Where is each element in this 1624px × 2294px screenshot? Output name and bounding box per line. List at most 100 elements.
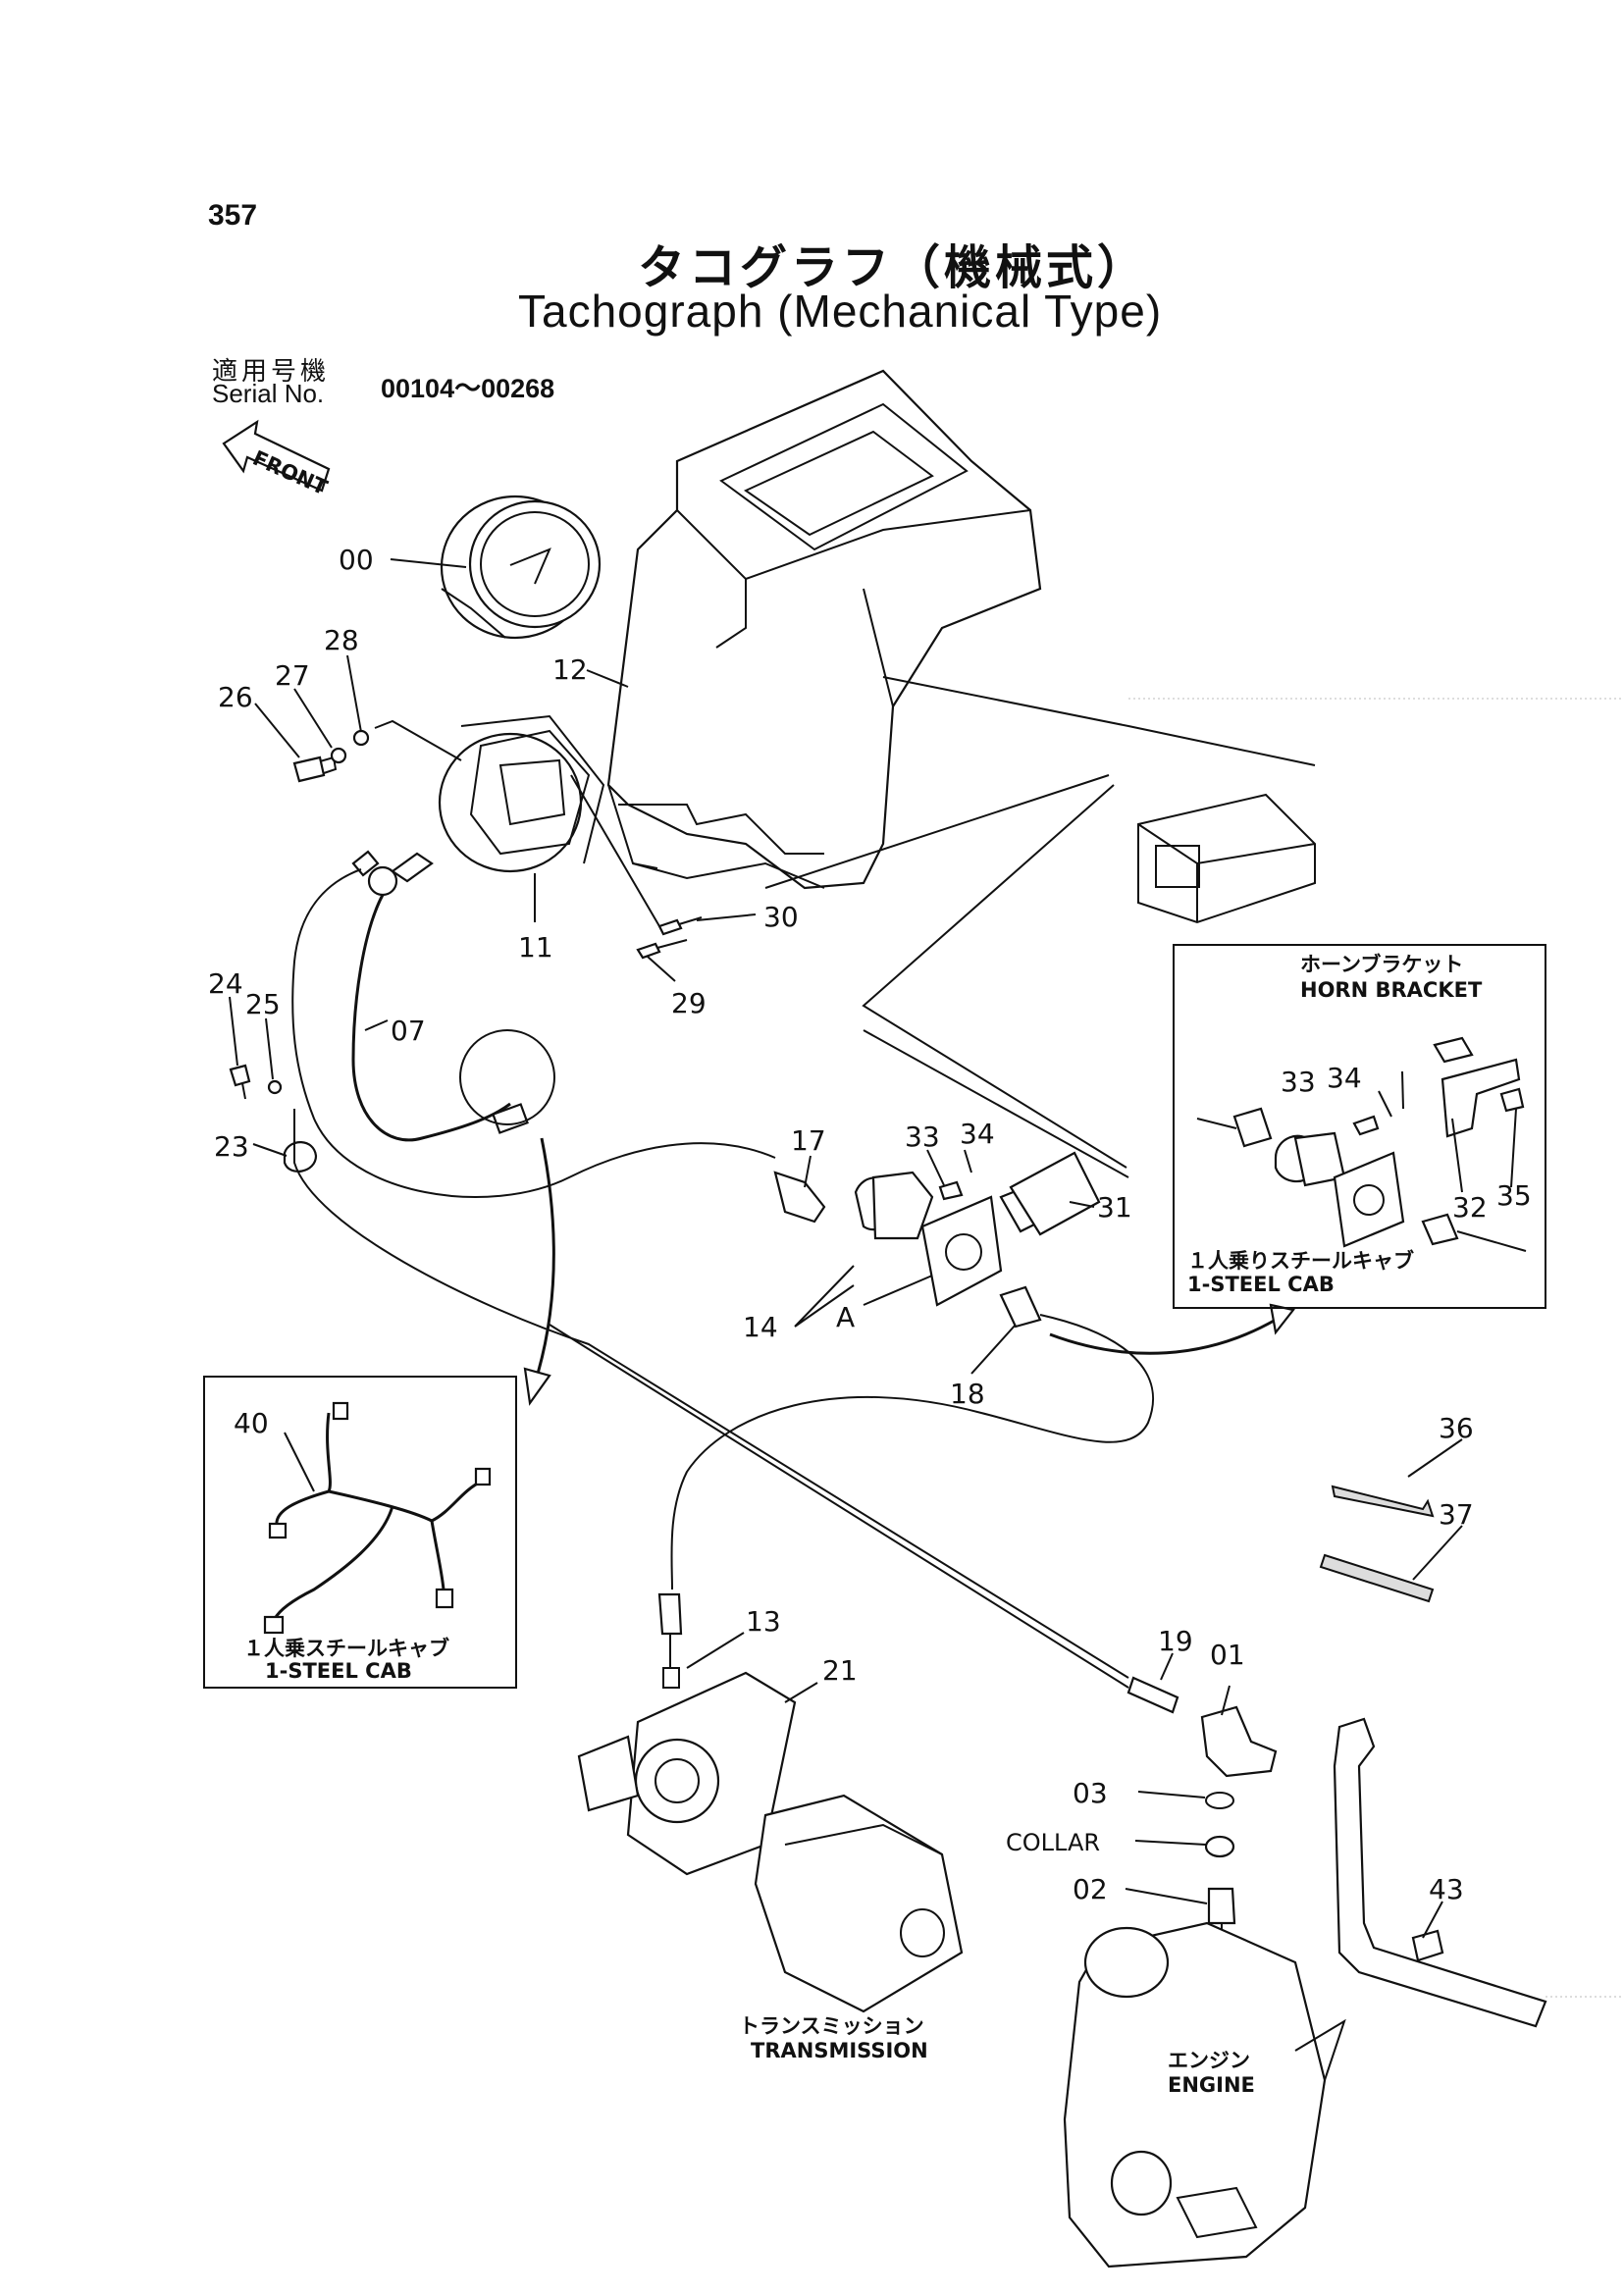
- callout-A: A: [836, 1301, 855, 1333]
- callout-01: 01: [1210, 1639, 1245, 1671]
- washer-28: [352, 729, 370, 747]
- engine-label-en: ENGINE: [1168, 2073, 1255, 2097]
- inset-arrowhead: [1269, 1303, 1295, 1335]
- transmission-label-ja: トランスミッション: [739, 2014, 924, 2038]
- callout-36: 36: [1439, 1412, 1474, 1444]
- mount-plate: [1155, 845, 1200, 888]
- serial-label-japanese: 適用号機: [212, 356, 331, 386]
- callout-17: 17: [791, 1124, 826, 1157]
- pipe-43: [1333, 1717, 1547, 2028]
- main-cable: [549, 1324, 1129, 1689]
- screw-29-shank: [656, 939, 688, 949]
- callout-33: 33: [905, 1121, 940, 1153]
- pipe-43-clamp: [1411, 1929, 1444, 1962]
- cable-18: [670, 1314, 1154, 1590]
- transmission-label-en: TRANSMISSION: [751, 2039, 928, 2062]
- callout-28: 28: [324, 624, 359, 656]
- inset-callout-33: 33: [1281, 1066, 1316, 1098]
- detail-arrow: [536, 1137, 555, 1375]
- callout-12: 12: [552, 653, 588, 686]
- sensor-13: [657, 1592, 683, 1636]
- bolt-26: [292, 756, 338, 783]
- callout-18: 18: [950, 1378, 985, 1410]
- callout-14: 14: [743, 1311, 778, 1343]
- console-housing: [606, 369, 1042, 890]
- callout-37: 37: [1439, 1498, 1474, 1531]
- callout-31: 31: [1097, 1191, 1132, 1224]
- engine-label-ja: エンジン: [1168, 2049, 1250, 2072]
- callout-02: 02: [1073, 1873, 1108, 1905]
- callout-27: 27: [275, 659, 310, 692]
- main-cable: [293, 1109, 1129, 1679]
- page-number: 357: [208, 199, 258, 232]
- callout-43: 43: [1429, 1873, 1464, 1905]
- tachograph-unit: [440, 495, 602, 640]
- inset-arrow: [1049, 1318, 1277, 1355]
- title-english: Tachograph (Mechanical Type): [518, 286, 1163, 337]
- strap-36: [1331, 1485, 1435, 1518]
- serial-range: 00104～00268: [381, 374, 555, 403]
- screw-30-shank: [570, 774, 703, 927]
- inset-callout-34: 34: [1327, 1062, 1362, 1094]
- frame-line: [764, 774, 1110, 889]
- callout-25: 25: [245, 988, 281, 1020]
- front-arrow-icon: FRONT: [222, 419, 332, 499]
- horn-bracket-caption-ja: １人乗りスチールキャブ: [1187, 1249, 1414, 1273]
- engine: [1063, 1921, 1346, 2268]
- leader-lines: [229, 558, 1517, 1939]
- leader-line: [374, 719, 462, 761]
- frame-line: [862, 784, 1127, 1169]
- bolt-24-shank: [241, 1082, 246, 1100]
- callout-19: 19: [1158, 1625, 1193, 1657]
- callout-11: 11: [518, 931, 553, 964]
- tachograph-bezel: [438, 714, 605, 873]
- callout-00: 00: [339, 544, 374, 576]
- callout-labels: 00 01 02 03 07 11 12 13 14 17 18 19 21 2…: [208, 544, 1532, 1905]
- gear-02: [1207, 1887, 1236, 1925]
- title-japanese: タコグラフ（機械式）: [638, 242, 1149, 294]
- callout-26: 26: [218, 681, 253, 713]
- washer-25: [267, 1079, 283, 1095]
- frame-line: [1137, 793, 1316, 924]
- bolt-24: [229, 1064, 251, 1087]
- callout-40: 40: [234, 1407, 269, 1439]
- collar: [1204, 1835, 1235, 1858]
- frame-line: [882, 676, 1316, 766]
- callout-29: 29: [671, 987, 707, 1019]
- detail-circle: [459, 1029, 555, 1125]
- screw-30: [657, 918, 683, 936]
- harness-40: [263, 1401, 492, 1635]
- detail-arrowhead: [523, 1367, 551, 1406]
- callout-23: 23: [214, 1130, 249, 1163]
- callout-03: 03: [1073, 1777, 1108, 1809]
- washer-27: [330, 747, 347, 764]
- sensor-assembly: [773, 1151, 1101, 1307]
- harness-inset: [203, 1376, 517, 1689]
- frame-line: [863, 1029, 1129, 1178]
- oring-03: [1205, 1792, 1234, 1809]
- callout-21: 21: [822, 1654, 858, 1687]
- clamp-23: [283, 1141, 318, 1173]
- callout-34: 34: [960, 1118, 995, 1150]
- speedo-cable: [291, 868, 776, 1198]
- horn-bracket-caption-en: 1-STEEL CAB: [1187, 1273, 1335, 1296]
- callout-30: 30: [763, 901, 799, 933]
- adaptor-01: [1200, 1705, 1278, 1778]
- horn-bracket-title-en: HORN BRACKET: [1300, 978, 1483, 1002]
- callout-13: 13: [746, 1605, 781, 1638]
- frame-line: [1137, 823, 1316, 922]
- screw-29: [636, 942, 661, 960]
- harness-caption-ja: １人乗スチールキャブ: [243, 1637, 449, 1660]
- cable-18-end: [999, 1285, 1042, 1329]
- strap-37: [1319, 1553, 1435, 1603]
- callout-collar: COLLAR: [1006, 1829, 1100, 1856]
- callout-07: 07: [391, 1015, 426, 1047]
- harness-caption-en: 1-STEEL CAB: [265, 1659, 412, 1683]
- harness-07: [351, 850, 529, 1142]
- callout-24: 24: [208, 967, 243, 1000]
- transmission-21: [577, 1671, 964, 2013]
- inset-callout-32: 32: [1452, 1191, 1488, 1224]
- sensor-13-tip: [662, 1634, 680, 1689]
- cable-end-19: [1126, 1676, 1179, 1714]
